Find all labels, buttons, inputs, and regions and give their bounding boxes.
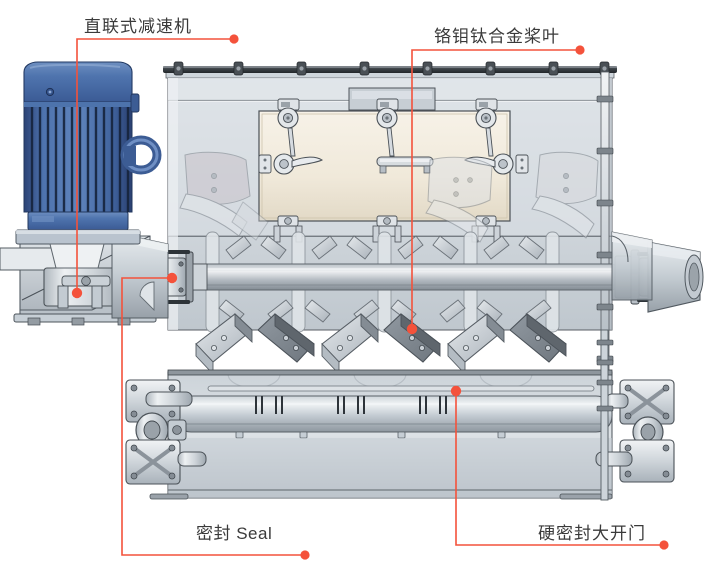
leader-alloy-paddle bbox=[406, 45, 585, 335]
ghost-paddle-right bbox=[531, 151, 599, 239]
ghost-paddle-center bbox=[425, 156, 493, 243]
direct-coupled-gearbox bbox=[0, 231, 169, 326]
paddle-shaft bbox=[139, 231, 617, 333]
lifting-eye bbox=[120, 135, 162, 175]
leader-gearbox bbox=[71, 34, 239, 299]
cover-lever-latch-left bbox=[258, 153, 323, 175]
label-seal-text: 密封 Seal bbox=[196, 524, 273, 543]
cover-latch-group bbox=[277, 98, 498, 157]
right-outlet-transition bbox=[611, 231, 653, 301]
alloy-paddle-blades bbox=[195, 312, 567, 376]
leader-seal bbox=[121, 272, 310, 560]
ghost-paddle-left bbox=[179, 151, 269, 241]
door-actuator-right bbox=[595, 329, 675, 501]
label-gearbox-text: 直联式减速机 bbox=[84, 17, 192, 36]
label-alloy-paddle-text: 铬钼钛合金桨叶 bbox=[434, 27, 560, 46]
door-actuator-left bbox=[125, 379, 207, 485]
leader-hard-seal-door bbox=[450, 385, 669, 550]
discharge-door bbox=[149, 369, 613, 500]
drive-motor bbox=[15, 61, 162, 245]
label-hard-seal-door-text: 硬密封大开门 bbox=[538, 524, 646, 543]
